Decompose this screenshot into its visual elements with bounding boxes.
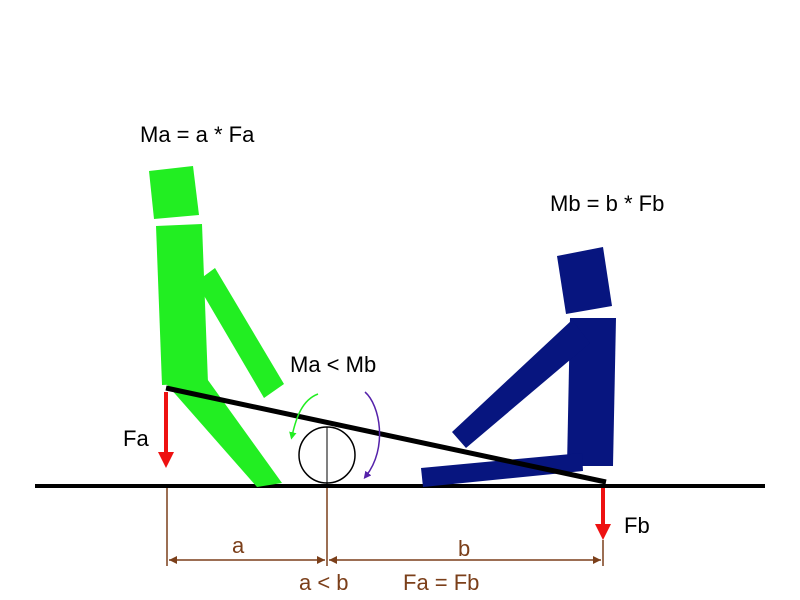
person-b-torso bbox=[567, 318, 616, 466]
seesaw-board bbox=[165, 385, 607, 485]
distance-relation-label: a < b bbox=[299, 570, 349, 595]
distance-a-label: a bbox=[232, 533, 245, 558]
person-a-torso bbox=[156, 224, 208, 385]
moment-b-arrow bbox=[363, 391, 381, 479]
person-a-arm bbox=[196, 268, 284, 398]
person-a-leg bbox=[162, 376, 282, 487]
moment-b-label: Mb = b * Fb bbox=[550, 191, 664, 216]
person-a-figure bbox=[149, 166, 284, 487]
distance-b-label: b bbox=[458, 536, 470, 561]
moment-comparison-label: Ma < Mb bbox=[290, 352, 376, 377]
force-b-label: Fb bbox=[624, 513, 650, 538]
person-b-arm bbox=[452, 320, 590, 448]
person-b-head bbox=[557, 247, 612, 314]
force-relation-label: Fa = Fb bbox=[403, 570, 479, 595]
person-b-figure bbox=[421, 247, 616, 487]
moment-a-label: Ma = a * Fa bbox=[140, 122, 255, 147]
force-a-label: Fa bbox=[123, 426, 149, 451]
person-a-head bbox=[149, 166, 199, 219]
moment-a-arrow bbox=[289, 393, 319, 440]
person-b-leg bbox=[421, 453, 583, 487]
dimension-lines bbox=[166, 488, 604, 566]
